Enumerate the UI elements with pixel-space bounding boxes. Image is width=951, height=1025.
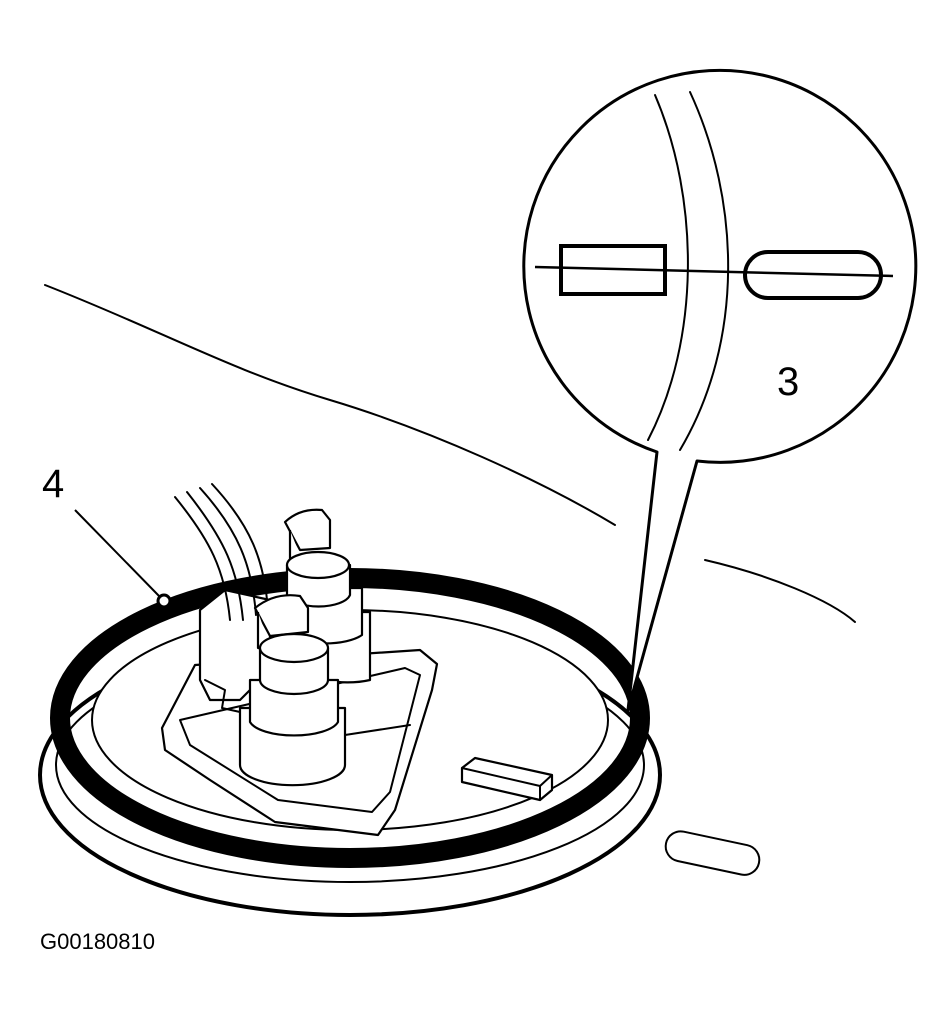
- callout-3-label: 3: [777, 360, 799, 404]
- fuel-outlet-fitting-front: [238, 594, 347, 787]
- tank-contour-lines: [44, 284, 856, 623]
- figure-id: G00180810: [40, 929, 155, 954]
- callout-4-label: 4: [42, 462, 64, 506]
- wiring-harness: [174, 483, 269, 621]
- seal-detail-magnifier: 3: [522, 68, 918, 712]
- index-slot: [664, 830, 761, 876]
- callout-4-leader: [74, 509, 172, 609]
- locating-tab: [460, 756, 554, 802]
